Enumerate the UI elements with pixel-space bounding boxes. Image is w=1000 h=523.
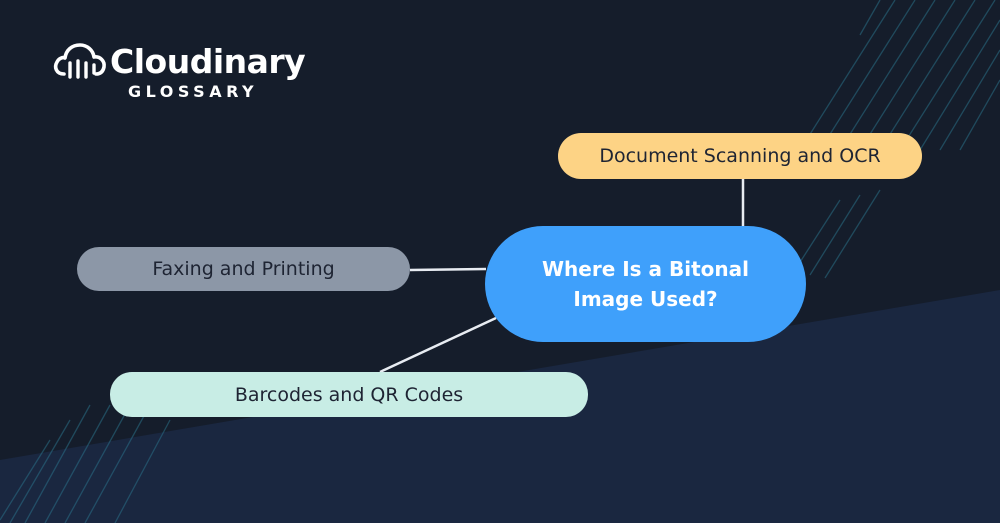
center-node: Where Is a Bitonal Image Used? <box>485 226 806 342</box>
brand-name: Cloudinary <box>110 42 306 81</box>
branch-node-ocr: Document Scanning and OCR <box>558 133 922 179</box>
connector-fax <box>409 267 487 272</box>
branch-label-barcodes: Barcodes and QR Codes <box>234 383 464 406</box>
connector-lines <box>379 179 745 374</box>
branch-label-ocr: Document Scanning and OCR <box>599 145 881 167</box>
center-label: Where Is a Bitonal Image Used? <box>541 257 749 311</box>
branch-node-barcodes: Barcodes and QR Codes <box>110 372 588 417</box>
branch-label-fax: Faxing and Printing <box>152 258 335 280</box>
brand-subtitle: GLOSSARY <box>128 82 259 101</box>
cloud-icon <box>53 43 106 79</box>
connector-barcodes <box>379 316 497 374</box>
branch-node-fax: Faxing and Printing <box>77 247 410 291</box>
cloudinary-logo: Cloudinary GLOSSARY <box>52 40 306 104</box>
